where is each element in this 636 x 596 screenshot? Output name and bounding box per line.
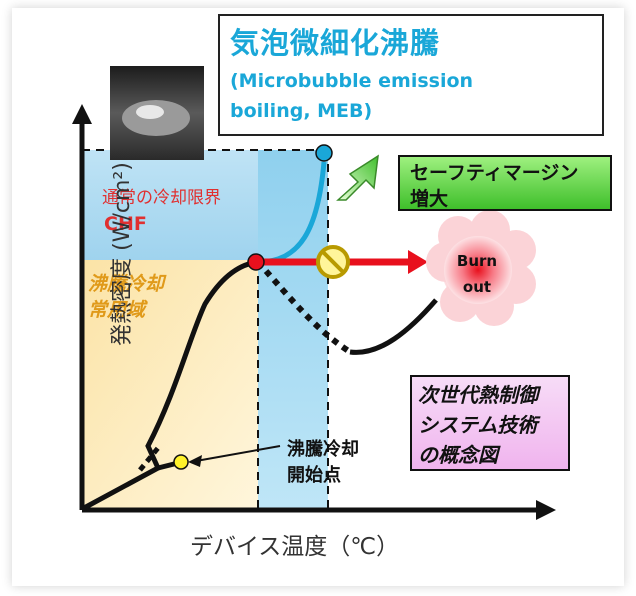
onset-point bbox=[173, 454, 189, 470]
bubble-photo-left bbox=[110, 66, 204, 160]
y-axis-label: 発熱密度 (W/cm²) bbox=[110, 162, 135, 346]
chf-point bbox=[247, 253, 265, 271]
chf-region bbox=[82, 150, 258, 260]
concept-box bbox=[410, 375, 570, 471]
chf-region-title: 通常の冷却限界 bbox=[102, 188, 221, 208]
normal-boiling-region bbox=[82, 260, 258, 510]
safety-margin-box bbox=[398, 155, 612, 211]
x-axis-label: デバイス温度（℃） bbox=[190, 534, 400, 560]
meb-title-box bbox=[218, 14, 604, 136]
safety-margin-label: セーフティマージン増大 bbox=[410, 162, 579, 210]
normal-boiling-label: 沸騰冷却常用域 bbox=[88, 273, 165, 321]
concept-label: 次世代熱制御システム技術の概念図 bbox=[418, 383, 538, 467]
explosion-cloud bbox=[426, 210, 536, 326]
prohibition-icon bbox=[316, 245, 350, 279]
chf-label: CHF bbox=[104, 213, 147, 235]
meb-title: 気泡微細化沸騰 bbox=[230, 26, 441, 60]
boiling-curve bbox=[82, 259, 259, 511]
onset-label: 沸騰冷却開始点 bbox=[287, 439, 359, 486]
green-up-arrow bbox=[336, 154, 379, 201]
film-boiling-curve bbox=[349, 298, 438, 355]
meb-point bbox=[315, 144, 333, 162]
